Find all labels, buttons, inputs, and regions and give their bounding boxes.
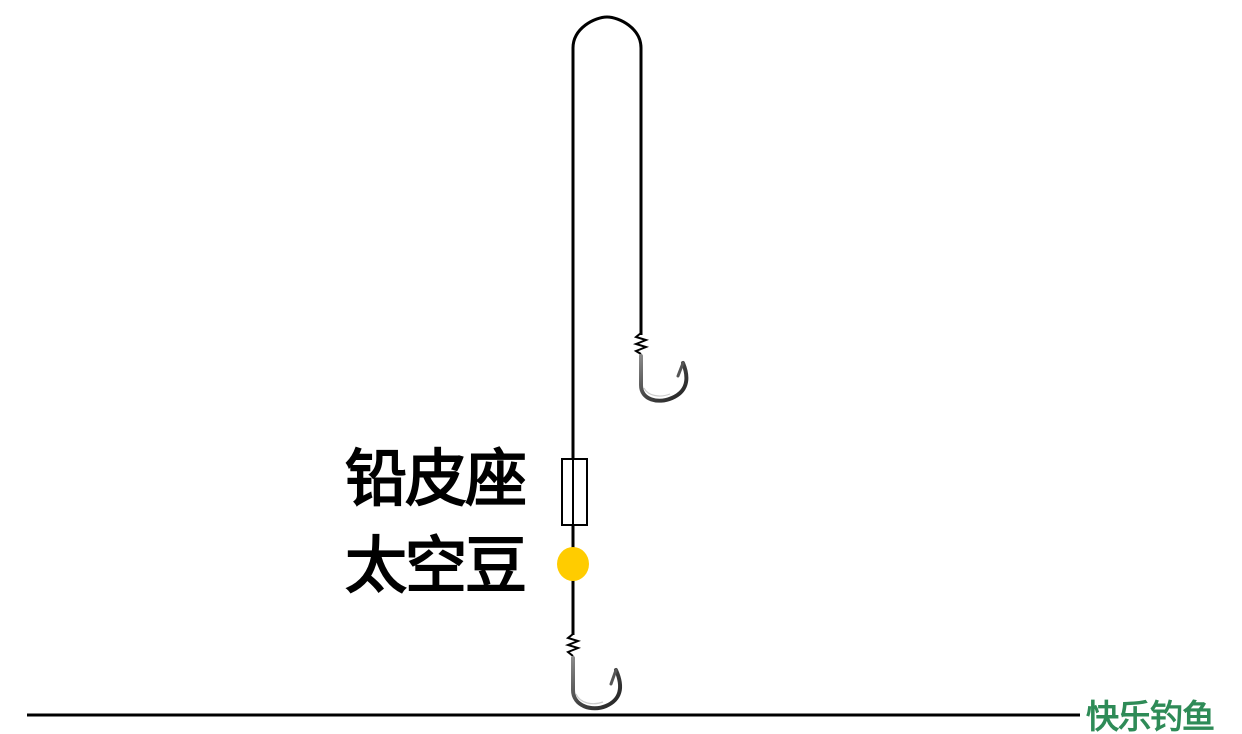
sinker-seat — [561, 458, 588, 526]
space-bean — [557, 547, 589, 581]
upper-hook-icon — [639, 354, 689, 403]
space-bean-label: 太空豆 — [345, 529, 527, 602]
lower-hook-icon — [571, 656, 623, 711]
sinker-seat-label: 铅皮座 — [345, 442, 527, 515]
main-line — [571, 15, 643, 635]
watermark-logo: 快乐钓鱼 — [1086, 697, 1215, 734]
